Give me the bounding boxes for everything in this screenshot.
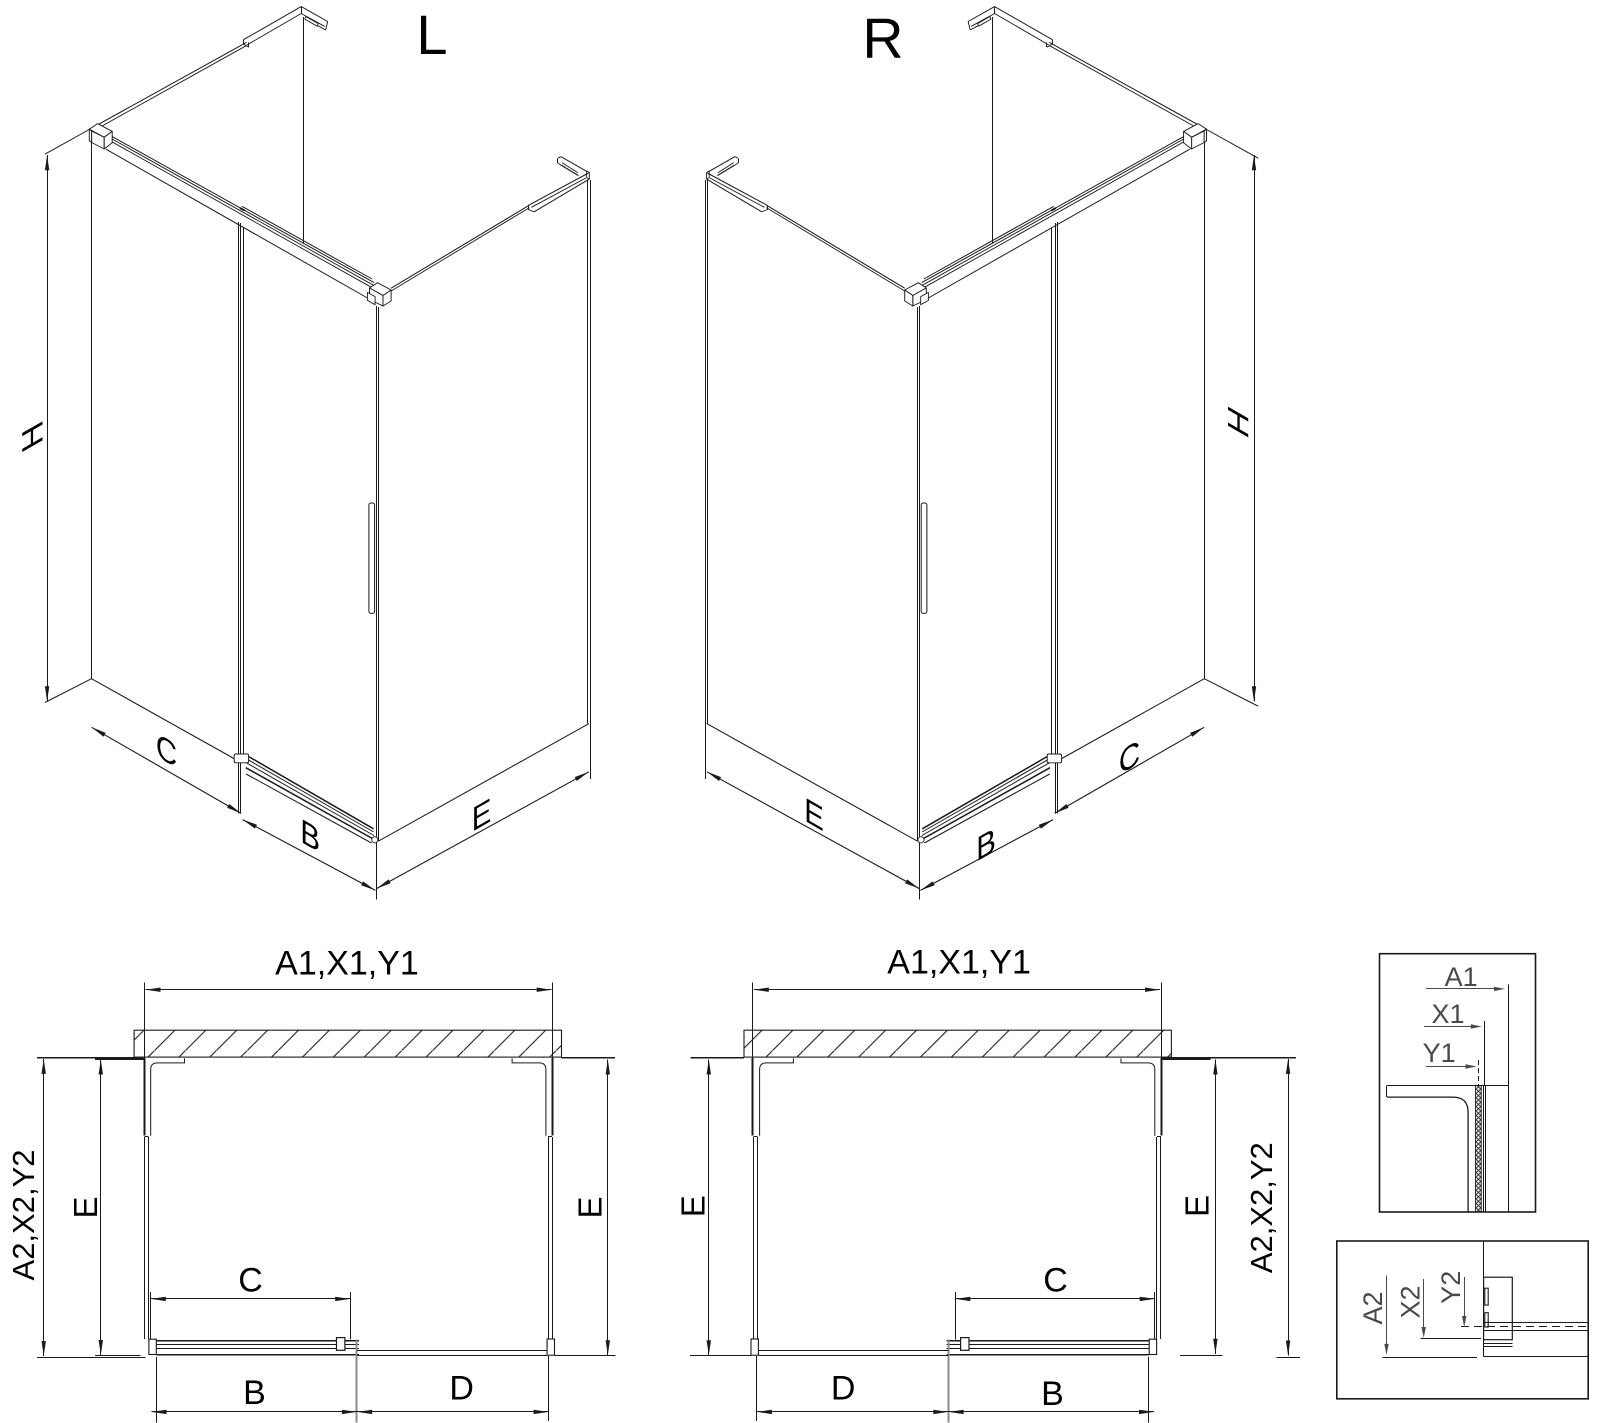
svg-text:E: E	[67, 1196, 104, 1218]
svg-text:Y2: Y2	[1436, 1271, 1466, 1304]
svg-text:B: B	[243, 1374, 266, 1412]
svg-text:C: C	[1043, 1262, 1068, 1300]
svg-text:D: D	[449, 1370, 474, 1408]
svg-text:E: E	[804, 790, 824, 839]
svg-text:A2,X2,Y2: A2,X2,Y2	[1244, 1142, 1279, 1273]
svg-text:B: B	[976, 820, 996, 869]
svg-text:B: B	[1041, 1375, 1064, 1413]
svg-text:C: C	[1119, 733, 1140, 783]
svg-text:A1: A1	[1445, 962, 1478, 992]
svg-text:C: C	[238, 1262, 263, 1300]
svg-text:L: L	[416, 3, 447, 66]
svg-text:A2: A2	[1358, 1291, 1388, 1324]
svg-text:X2: X2	[1395, 1285, 1425, 1318]
svg-text:X1: X1	[1431, 999, 1464, 1029]
svg-text:E: E	[675, 1195, 712, 1217]
svg-text:E: E	[572, 1196, 609, 1218]
svg-text:A1,X1,Y1: A1,X1,Y1	[887, 943, 1031, 981]
svg-text:E: E	[472, 791, 492, 840]
svg-text:C: C	[156, 726, 177, 776]
svg-text:R: R	[862, 7, 903, 71]
svg-text:Y1: Y1	[1423, 1038, 1456, 1068]
svg-text:A2,X2,Y2: A2,X2,Y2	[6, 1150, 41, 1281]
svg-text:B: B	[300, 812, 320, 861]
svg-text:A1,X1,Y1: A1,X1,Y1	[275, 945, 419, 983]
svg-text:D: D	[831, 1370, 856, 1408]
svg-text:E: E	[1179, 1195, 1216, 1217]
